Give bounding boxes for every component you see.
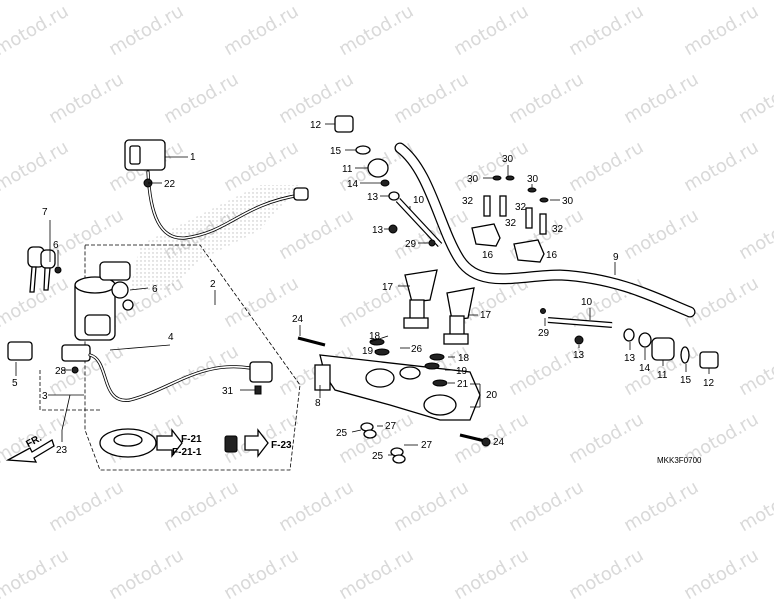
callout-c32a: 32 [462,196,474,207]
callout-c29a: 29 [405,239,417,250]
callout-c31: 31 [222,386,234,397]
callout-c13b: 13 [372,225,384,236]
callout-c13a: 13 [367,192,379,203]
callout-c8: 8 [315,398,321,409]
callout-c22: 22 [164,179,176,190]
callout-c16a: 16 [482,250,494,261]
ref-f23: F-23 [271,440,292,451]
callout-c5: 5 [12,378,18,389]
group-outline-2 [84,244,301,471]
riser-17b [443,287,475,345]
wiring-shade [130,185,300,290]
callout-c6a: 6 [53,240,59,251]
diagram-code: MKK3F0700 [657,456,702,465]
callout-c14a: 14 [347,179,359,190]
callout-c18b: 18 [458,353,470,364]
callout-c30c: 30 [527,174,539,185]
callout-c4: 4 [168,332,174,343]
connector-4 [61,344,91,362]
callout-c17b: 17 [480,310,492,321]
callout-c18a: 18 [369,331,381,342]
bar-end-12b [699,351,719,369]
top-bridge [319,354,481,421]
callout-c23: 23 [56,445,68,456]
callout-c29b: 29 [538,328,550,339]
callout-c27a: 27 [385,421,397,432]
callout-c13d: 13 [624,353,636,364]
callout-c24b: 24 [493,437,505,448]
callout-c20: 20 [486,390,498,401]
callout-c32b: 32 [515,202,527,213]
callout-c21: 21 [457,379,469,390]
callout-c16b: 16 [546,250,558,261]
callout-c32c: 32 [505,218,517,229]
callout-c19b: 19 [456,366,468,377]
part-28 [71,366,79,374]
callout-c15b: 15 [680,375,692,386]
leader-lines [15,123,710,456]
ring-15 [355,145,371,155]
callout-c27b: 27 [421,440,433,451]
ref-f21-1: F-21-1 [172,447,202,458]
callout-c11a: 11 [342,164,353,175]
callout-c17a: 17 [382,282,394,293]
callout-c11b: 11 [657,370,668,381]
callout-c26: 26 [411,344,423,355]
holder-16b [513,239,545,263]
callout-c3: 3 [42,391,48,402]
callout-labels: 1 22 2 4 7 6 6 5 3 23 28 31 12 15 11 14 … [12,120,715,462]
callout-c25a: 25 [336,428,348,439]
callout-c2: 2 [210,279,216,290]
callout-c12a: 12 [310,120,322,131]
holder-16a [471,223,501,247]
callout-c30a: 30 [502,154,514,165]
callout-c28: 28 [55,366,67,377]
callout-c13c: 13 [573,350,585,361]
callout-c12b: 12 [703,378,715,389]
callout-c10b: 10 [581,297,593,308]
weight-11b [651,337,675,361]
key-7 [27,246,56,293]
weight-11 [367,158,389,178]
callout-c32d: 32 [552,224,564,235]
front-arrow [5,439,55,463]
washer-6 [54,266,62,274]
callout-c7: 7 [42,207,48,218]
callout-c19a: 19 [362,346,374,357]
group-outline-3 [39,370,100,411]
callout-c25b: 25 [372,451,384,462]
parts-diagram: 1 22 2 4 7 6 6 5 3 23 28 31 12 15 11 14 … [5,115,719,471]
callout-c10a: 10 [413,195,425,206]
callout-c24a: 24 [292,314,304,325]
bar-end-12 [334,115,354,133]
part-5 [7,341,33,361]
callout-c15a: 15 [330,146,342,157]
callout-c1: 1 [190,152,196,163]
ref-f21: F-21 [181,434,202,445]
callout-c9: 9 [613,252,619,263]
callout-c30d: 30 [562,196,574,207]
clip-31 [254,385,262,395]
callout-c14b: 14 [639,363,651,374]
ignition-switch [74,261,134,341]
callout-c6b: 6 [152,284,158,295]
callout-c30b: 30 [467,174,479,185]
riser-17a [403,269,438,329]
